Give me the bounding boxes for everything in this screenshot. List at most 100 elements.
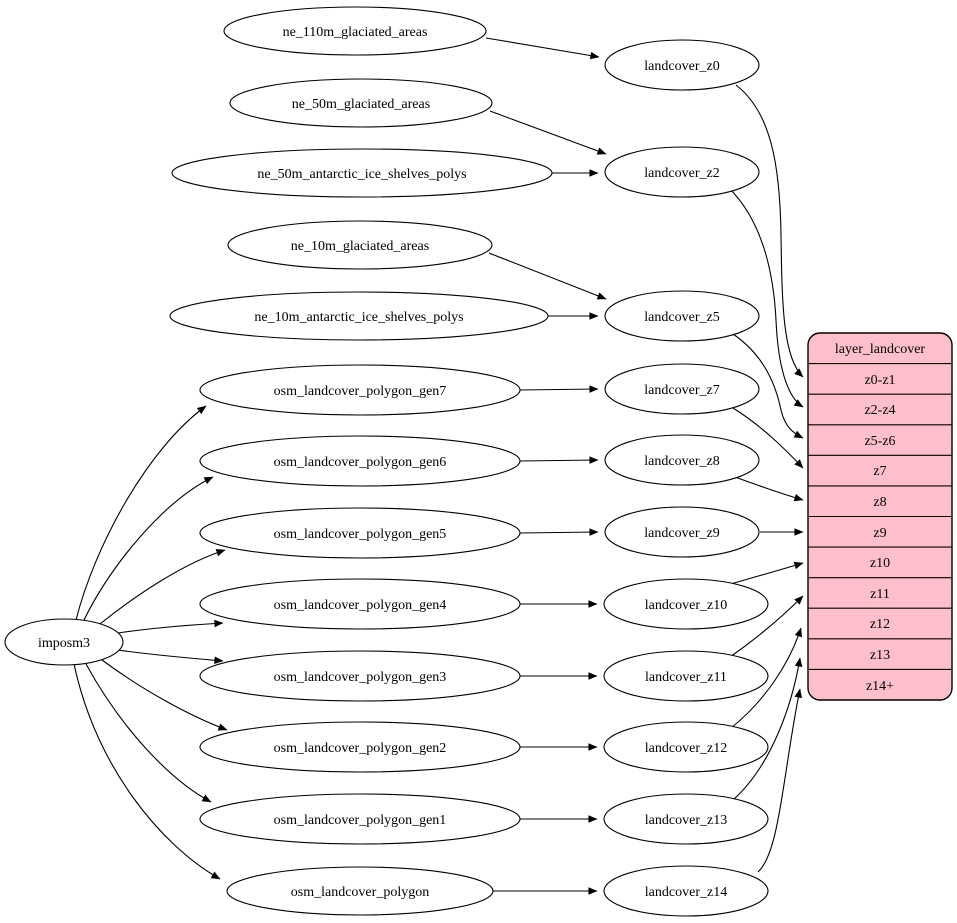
node-landcover_z5-ellipse bbox=[604, 290, 760, 342]
node-imposm3-label: imposm3 bbox=[38, 636, 90, 651]
table-row-z13: z13 bbox=[870, 648, 890, 663]
node-landcover_z7-label: landcover_z7 bbox=[644, 383, 719, 398]
node-landcover_z10-ellipse bbox=[603, 578, 769, 630]
node-landcover_z8-label: landcover_z8 bbox=[644, 454, 719, 469]
edge-imposm3-osm_landcover_polygon_gen6 bbox=[83, 476, 214, 621]
edge-ne_50m_glaciated_areas-landcover_z2 bbox=[489, 110, 607, 155]
node-landcover_z2-label: landcover_z2 bbox=[644, 166, 719, 181]
node-osm_landcover_polygon_gen5: osm_landcover_polygon_gen5 bbox=[199, 507, 521, 559]
node-ne_50m_antarctic_ice_shelves_polys: ne_50m_antarctic_ice_shelves_polys bbox=[171, 148, 553, 198]
node-landcover_z13: landcover_z13 bbox=[603, 793, 769, 845]
node-landcover_z11-ellipse bbox=[603, 650, 769, 702]
edge-landcover_z11-row-z11 bbox=[729, 595, 804, 658]
table-row-z14plus: z14+ bbox=[866, 679, 894, 694]
edge-imposm3-osm_landcover_polygon bbox=[73, 663, 221, 880]
node-landcover_z7: landcover_z7 bbox=[604, 363, 760, 415]
node-osm_landcover_polygon_gen6-label: osm_landcover_polygon_gen6 bbox=[274, 455, 447, 470]
table-header-label: layer_landcover bbox=[835, 342, 926, 357]
edge-landcover_z14-row-z14plus bbox=[757, 688, 802, 873]
node-osm_landcover_polygon_gen3-ellipse bbox=[199, 650, 521, 702]
table-row-z5-z6: z5-z6 bbox=[864, 434, 895, 449]
node-osm_landcover_polygon_gen1: osm_landcover_polygon_gen1 bbox=[199, 793, 521, 845]
edge-imposm3-osm_landcover_polygon_gen2 bbox=[101, 659, 228, 731]
node-osm_landcover_polygon_gen4-label: osm_landcover_polygon_gen4 bbox=[274, 598, 447, 613]
edge-imposm3-osm_landcover_polygon_gen5 bbox=[99, 549, 226, 625]
node-osm_landcover_polygon_gen6: osm_landcover_polygon_gen6 bbox=[199, 435, 521, 487]
edge-imposm3-osm_landcover_polygon_gen7 bbox=[75, 405, 207, 621]
node-landcover_z8-ellipse bbox=[604, 434, 760, 486]
edge-landcover_z12-row-z12 bbox=[730, 627, 802, 729]
node-osm_landcover_polygon_gen5-ellipse bbox=[199, 507, 521, 559]
edge-imposm3-osm_landcover_polygon_gen4 bbox=[117, 619, 224, 634]
node-ne_50m_glaciated_areas-label: ne_50m_glaciated_areas bbox=[292, 97, 430, 112]
node-landcover_z13-label: landcover_z13 bbox=[645, 813, 727, 828]
node-landcover_z5-label: landcover_z5 bbox=[644, 310, 719, 325]
node-osm_landcover_polygon_gen1-ellipse bbox=[199, 793, 521, 845]
edge-osm_landcover_polygon_gen7-landcover_z7 bbox=[519, 385, 599, 393]
node-landcover_z5: landcover_z5 bbox=[604, 290, 760, 342]
node-osm_landcover_polygon-ellipse bbox=[226, 866, 494, 916]
edge-imposm3-osm_landcover_polygon_gen1 bbox=[85, 663, 212, 803]
node-group: imposm3 ne_110m_glaciated_areas ne_50m_g… bbox=[4, 6, 769, 917]
node-ne_10m_antarctic_ice_shelves_polys-ellipse bbox=[169, 291, 549, 341]
node-osm_landcover_polygon_gen4: osm_landcover_polygon_gen4 bbox=[199, 578, 521, 630]
node-landcover_z9: landcover_z9 bbox=[604, 506, 760, 558]
table-row-z9: z9 bbox=[873, 526, 886, 541]
edge-landcover_z8-row-z8 bbox=[734, 476, 804, 502]
node-landcover_z10-label: landcover_z10 bbox=[645, 598, 727, 613]
table-row-z8: z8 bbox=[873, 495, 886, 510]
node-osm_landcover_polygon_gen1-label: osm_landcover_polygon_gen1 bbox=[274, 813, 447, 828]
node-landcover_z14: landcover_z14 bbox=[603, 865, 769, 917]
node-osm_landcover_polygon_gen2-ellipse bbox=[199, 721, 521, 773]
node-ne_50m_antarctic_ice_shelves_polys-ellipse bbox=[171, 148, 553, 198]
node-imposm3: imposm3 bbox=[4, 618, 124, 666]
node-osm_landcover_polygon_gen6-ellipse bbox=[199, 435, 521, 487]
edge-group bbox=[73, 37, 804, 895]
node-osm_landcover_polygon_gen5-label: osm_landcover_polygon_gen5 bbox=[274, 527, 447, 542]
node-landcover_z13-ellipse bbox=[603, 793, 769, 845]
table-row-z10: z10 bbox=[870, 556, 890, 571]
table-layer-landcover: layer_landcover z0-z1 z2-z4 z5-z6 z7 z8 … bbox=[807, 332, 953, 701]
node-ne_10m_glaciated_areas-label: ne_10m_glaciated_areas bbox=[291, 239, 429, 254]
node-osm_landcover_polygon_gen3: osm_landcover_polygon_gen3 bbox=[199, 650, 521, 702]
node-osm_landcover_polygon_gen7-label: osm_landcover_polygon_gen7 bbox=[274, 384, 447, 399]
node-landcover_z7-ellipse bbox=[604, 363, 760, 415]
table-row-z11: z11 bbox=[870, 587, 890, 602]
edge-landcover_z13-row-z13 bbox=[732, 657, 803, 801]
node-ne_10m_antarctic_ice_shelves_polys: ne_10m_antarctic_ice_shelves_polys bbox=[169, 291, 549, 341]
edge-osm_landcover_polygon_gen6-landcover_z8 bbox=[519, 456, 599, 464]
node-landcover_z12-label: landcover_z12 bbox=[645, 741, 727, 756]
edge-osm_landcover_polygon_gen5-landcover_z9 bbox=[519, 528, 599, 536]
node-landcover_z2: landcover_z2 bbox=[604, 146, 760, 198]
node-osm_landcover_polygon: osm_landcover_polygon bbox=[226, 866, 494, 916]
node-landcover_z10: landcover_z10 bbox=[603, 578, 769, 630]
node-landcover_z12: landcover_z12 bbox=[603, 721, 769, 773]
table-row-z2-z4: z2-z4 bbox=[864, 403, 895, 418]
edge-ne_10m_glaciated_areas-landcover_z5 bbox=[488, 252, 607, 300]
edge-landcover_z7-row-z7 bbox=[732, 407, 804, 469]
node-landcover_z11: landcover_z11 bbox=[603, 650, 769, 702]
node-osm_landcover_polygon_gen4-ellipse bbox=[199, 578, 521, 630]
node-landcover_z2-ellipse bbox=[604, 146, 760, 198]
node-landcover_z0-ellipse bbox=[604, 39, 760, 91]
node-imposm3-ellipse bbox=[4, 618, 124, 666]
table-row-z7: z7 bbox=[873, 464, 886, 479]
node-osm_landcover_polygon_gen3-label: osm_landcover_polygon_gen3 bbox=[274, 670, 447, 685]
edge-imposm3-osm_landcover_polygon_gen3 bbox=[117, 649, 224, 665]
table-row-z12: z12 bbox=[870, 617, 890, 632]
node-landcover_z0: landcover_z0 bbox=[604, 39, 760, 91]
edge-landcover_z5-row-z5-z6 bbox=[732, 333, 804, 439]
node-landcover_z0-label: landcover_z0 bbox=[644, 59, 719, 74]
edge-ne_110m_glaciated_areas-landcover_z0 bbox=[485, 37, 600, 60]
node-ne_10m_glaciated_areas: ne_10m_glaciated_areas bbox=[227, 220, 493, 270]
node-osm_landcover_polygon_gen7-ellipse bbox=[199, 364, 521, 416]
edge-landcover_z10-row-z10 bbox=[726, 561, 804, 586]
node-landcover_z14-ellipse bbox=[603, 865, 769, 917]
node-landcover_z12-ellipse bbox=[603, 721, 769, 773]
node-ne_50m_glaciated_areas: ne_50m_glaciated_areas bbox=[229, 78, 493, 128]
edge-landcover_z2-row-z2-z4 bbox=[728, 187, 804, 408]
node-ne_10m_antarctic_ice_shelves_polys-label: ne_10m_antarctic_ice_shelves_polys bbox=[254, 310, 463, 325]
node-osm_landcover_polygon_gen2: osm_landcover_polygon_gen2 bbox=[199, 721, 521, 773]
